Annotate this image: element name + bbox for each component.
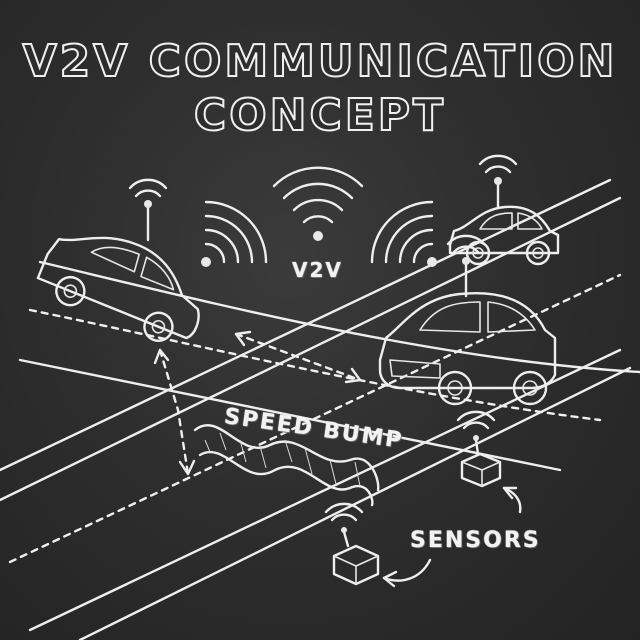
car-icon: [378, 292, 557, 406]
arrow-icon: [502, 486, 522, 514]
car-icon: [36, 236, 200, 342]
v2v-label: V2V: [292, 258, 343, 282]
antenna-icon: [478, 154, 518, 210]
title-line-1: V2V COMMUNICATION: [22, 35, 618, 88]
sensor-box-icon: [456, 410, 502, 488]
car-icon: [448, 205, 560, 266]
wifi-signal-icon: [370, 200, 437, 267]
wifi-signal-icon: [272, 166, 364, 241]
speed-bump: [193, 424, 380, 507]
arrow-icon: [234, 330, 362, 384]
antenna-icon: [446, 234, 486, 298]
sensors-label: SENSORS: [410, 528, 541, 553]
sensor-box-icon: [324, 502, 380, 586]
arrow-icon: [153, 348, 196, 476]
wifi-signal-icon: [201, 200, 268, 267]
title-line-2: CONCEPT: [193, 89, 447, 142]
antenna-icon: [128, 178, 168, 242]
arrow-icon: [382, 558, 432, 588]
